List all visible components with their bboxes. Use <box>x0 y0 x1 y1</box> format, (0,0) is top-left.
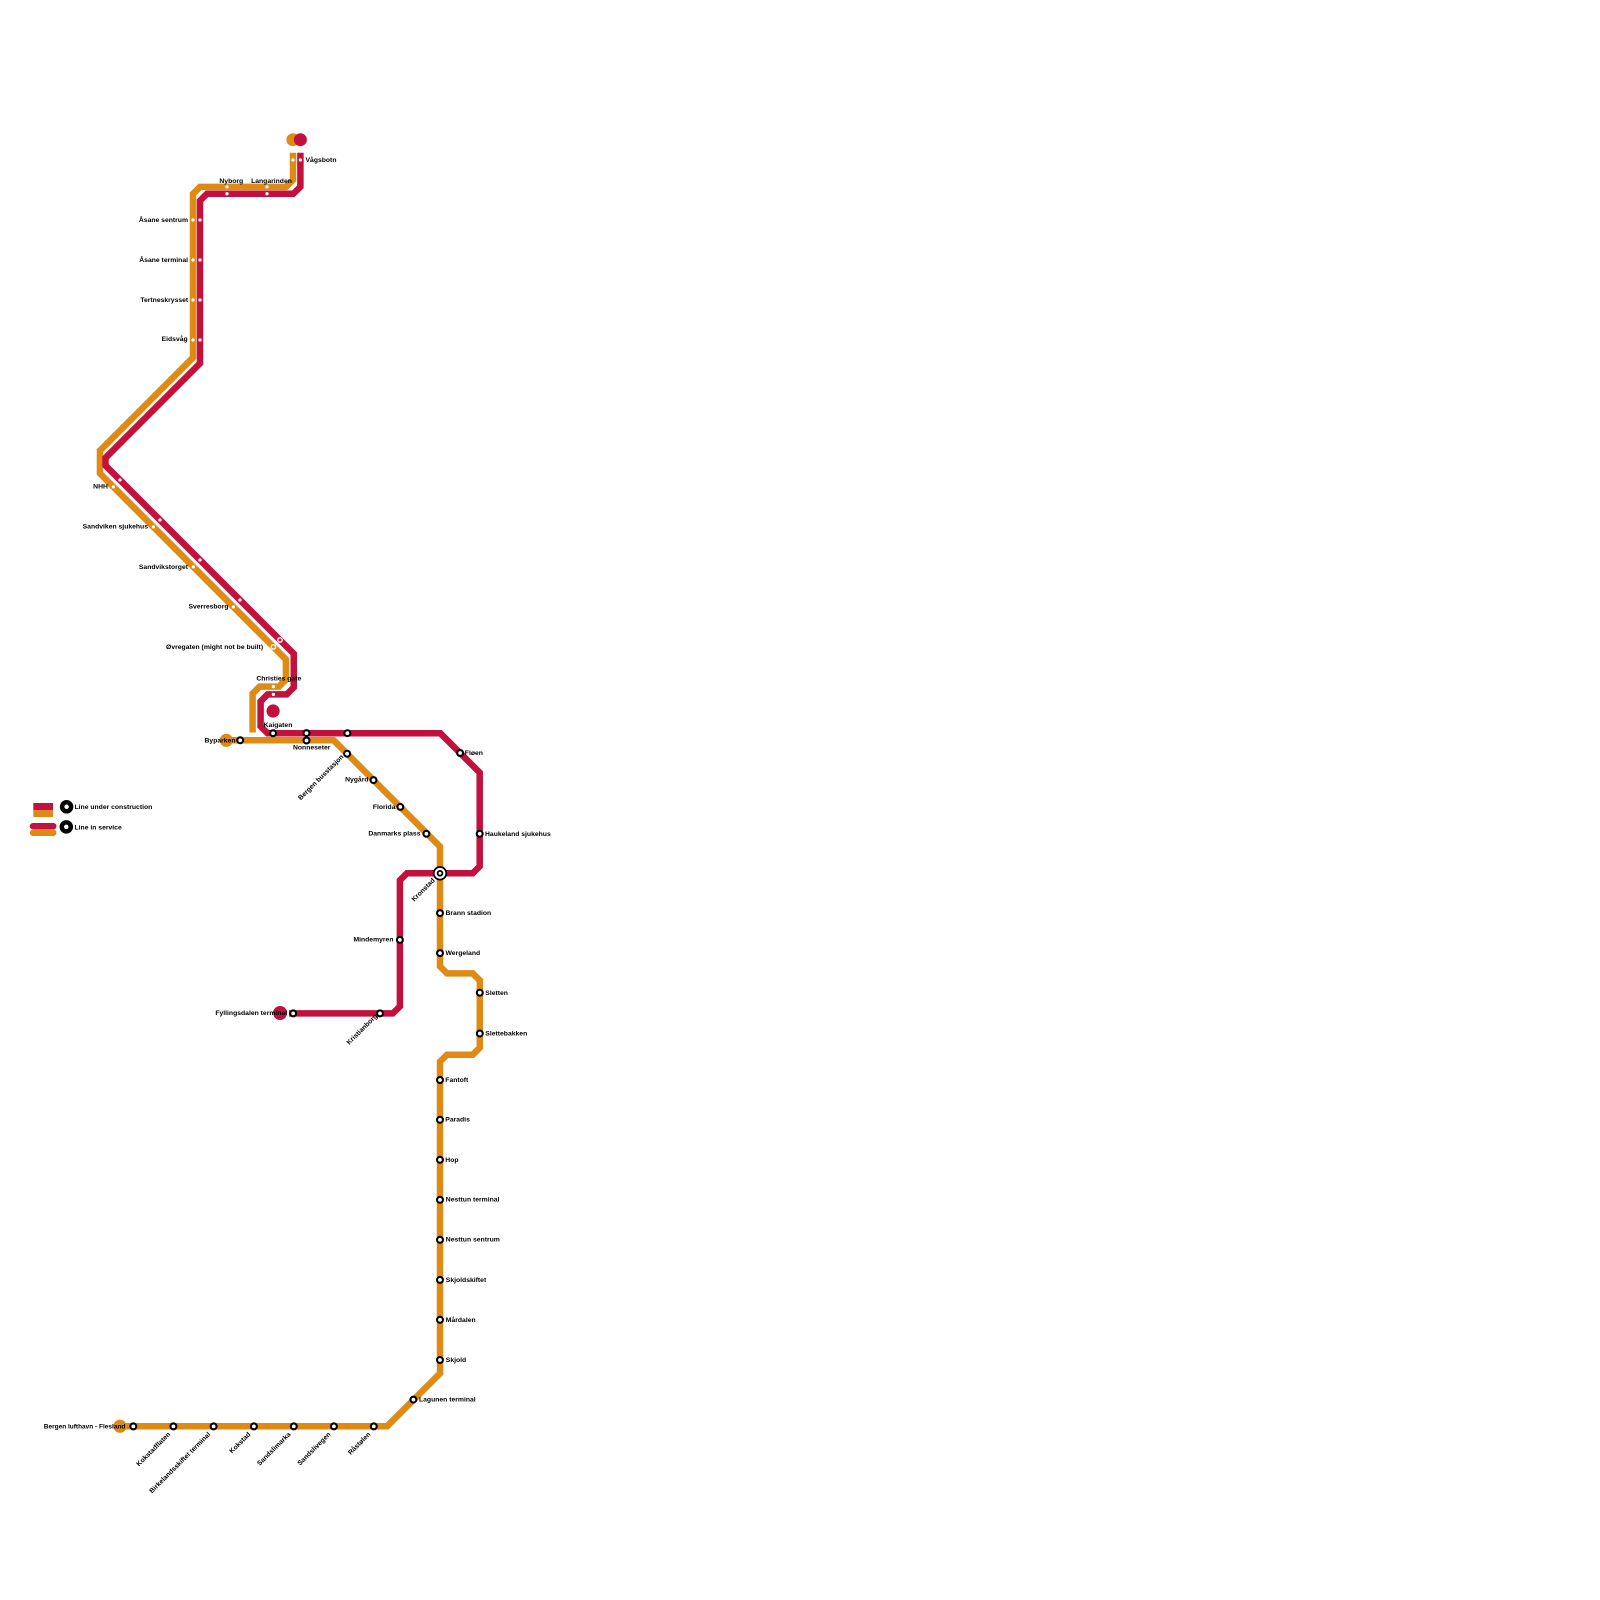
svg-text:Kaigaten: Kaigaten <box>264 722 293 729</box>
svg-text:Florida: Florida <box>373 804 396 811</box>
svg-text:Nygård: Nygård <box>345 775 368 783</box>
svg-text:Skjold: Skjold <box>446 1357 466 1364</box>
svg-text:Line under construction: Line under construction <box>75 804 153 811</box>
svg-text:Fantoft: Fantoft <box>445 1077 469 1084</box>
svg-text:Skjoldskiftet: Skjoldskiftet <box>446 1277 487 1284</box>
svg-text:Paradis: Paradis <box>445 1117 470 1124</box>
svg-text:Mårdalen: Mårdalen <box>446 1316 476 1324</box>
svg-text:Åsane terminal: Åsane terminal <box>139 255 188 264</box>
svg-text:Bergen lufthavn - Flesland: Bergen lufthavn - Flesland <box>44 1423 126 1430</box>
svg-text:Nesttun sentrum: Nesttun sentrum <box>446 1237 500 1244</box>
svg-text:Eidsvåg: Eidsvåg <box>162 335 188 343</box>
svg-text:Christies gate: Christies gate <box>256 676 301 683</box>
svg-text:Fyllingsdalen terminal: Fyllingsdalen terminal <box>215 1010 287 1017</box>
svg-text:Sandviken sjukehus: Sandviken sjukehus <box>83 524 149 531</box>
svg-text:Øvregaten (might not be built): Øvregaten (might not be built) <box>166 644 263 651</box>
svg-text:Vågsbotn: Vågsbotn <box>306 156 337 164</box>
svg-text:Nonneseter: Nonneseter <box>293 745 331 752</box>
svg-text:NHH: NHH <box>93 484 108 491</box>
svg-text:Slettebakken: Slettebakken <box>485 1031 527 1038</box>
svg-text:Wergeland: Wergeland <box>446 950 481 957</box>
svg-text:Langarinden: Langarinden <box>251 178 292 185</box>
svg-text:Sletten: Sletten <box>485 990 508 997</box>
svg-text:Fløen: Fløen <box>465 750 483 757</box>
svg-text:Nyborg: Nyborg <box>219 178 243 185</box>
svg-text:Brann stadion: Brann stadion <box>446 910 492 917</box>
svg-text:Byparken: Byparken <box>205 737 236 744</box>
svg-text:Tertneskrysset: Tertneskrysset <box>140 297 189 304</box>
svg-text:Nesttun terminal: Nesttun terminal <box>446 1197 500 1204</box>
svg-text:Sverresborg: Sverresborg <box>188 604 228 611</box>
svg-text:Line in service: Line in service <box>75 824 122 831</box>
svg-text:Lagunen terminal: Lagunen terminal <box>419 1397 476 1404</box>
svg-text:Hop: Hop <box>445 1157 458 1164</box>
svg-text:Danmarks plass: Danmarks plass <box>368 831 420 838</box>
svg-text:Mindemyren: Mindemyren <box>353 937 393 944</box>
svg-text:Haukeland sjukehus: Haukeland sjukehus <box>485 831 551 838</box>
svg-text:Åsane sentrum: Åsane sentrum <box>139 215 188 224</box>
svg-text:Sandvikstorget: Sandvikstorget <box>139 564 189 571</box>
